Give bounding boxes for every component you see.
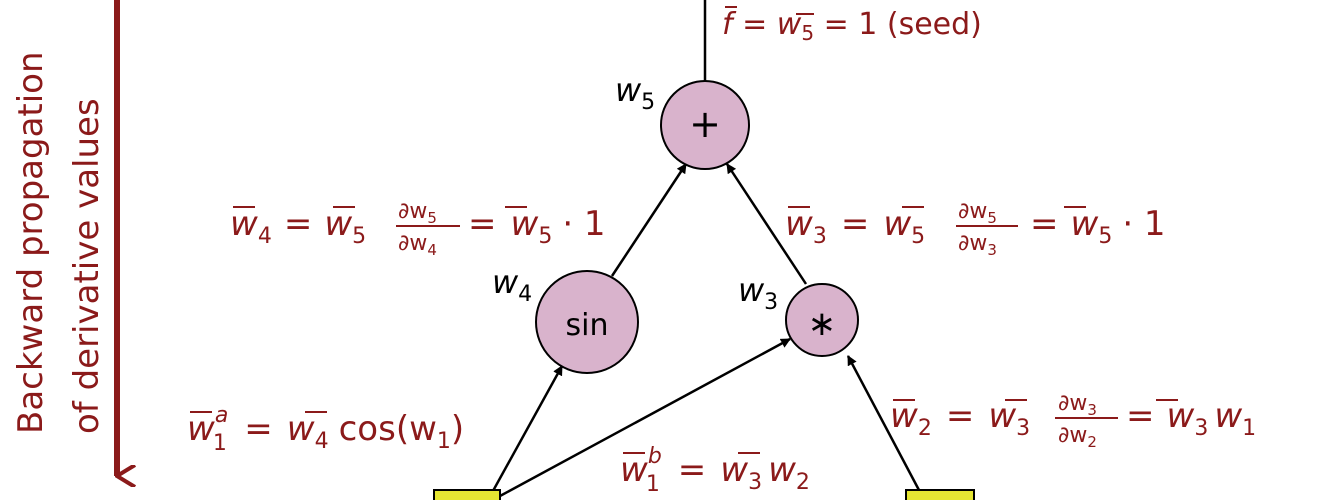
svg-text:∂w2: ∂w2 — [1058, 423, 1097, 451]
seed-equation: f = w5 = 1 (seed) — [722, 6, 982, 45]
svg-text:∂w5: ∂w5 — [398, 199, 437, 227]
input-w2-box — [905, 489, 975, 500]
svg-text:w3=w5: w3=w5 — [785, 204, 925, 249]
node-w3-op: ∗ — [808, 304, 837, 344]
node-w3 — [785, 283, 859, 357]
svg-text:∂w4: ∂w4 — [398, 231, 437, 259]
label-w4: w4 — [492, 263, 532, 307]
svg-text:=w5· 1: =w5· 1 — [1030, 204, 1166, 249]
node-w5-op: + — [689, 102, 721, 146]
edge-w4-w5 — [610, 163, 688, 277]
edge-w1-w4 — [486, 365, 564, 500]
edge-w1-w3 — [499, 337, 791, 498]
w4bar-equation: w4=w5 ∂w5 ∂w4 =w5· 1 — [230, 199, 606, 259]
svg-text:w2=w3: w2=w3 — [890, 396, 1030, 441]
edge-w2-w3 — [846, 355, 922, 493]
side-label-line1: Backward propagation — [11, 51, 51, 434]
label-w3: w3 — [738, 271, 778, 315]
svg-text:f = w5 = 1 (seed): f = w5 = 1 (seed) — [722, 7, 982, 45]
svg-text:=w5· 1: =w5· 1 — [468, 204, 606, 249]
side-label-line2: of derivative values — [67, 98, 107, 434]
edge-w3-w5 — [725, 163, 808, 285]
node-w4 — [535, 270, 639, 374]
svg-text:∂w3: ∂w3 — [958, 231, 997, 259]
svg-text:w4=w5: w4=w5 — [230, 204, 366, 249]
label-w5: w5 — [615, 71, 655, 115]
input-w1-box — [433, 489, 501, 500]
svg-text:∂w5: ∂w5 — [958, 199, 997, 227]
w3bar-equation: w3=w5 ∂w5 ∂w3 =w5· 1 — [785, 199, 1166, 259]
node-w4-op: sin — [566, 308, 609, 343]
svg-text:∂w3: ∂w3 — [1058, 391, 1097, 419]
node-w5 — [660, 80, 750, 170]
